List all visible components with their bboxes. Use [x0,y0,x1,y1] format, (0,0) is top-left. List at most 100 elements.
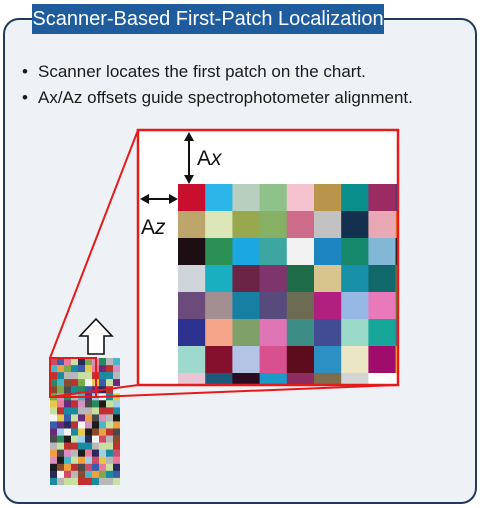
color-patch [205,346,233,374]
thumbnail-patch [99,372,107,380]
thumbnail-patch [99,414,107,422]
color-patch [205,373,233,385]
thumbnail-patch [92,463,100,472]
thumbnail-patch [85,386,93,394]
color-patch [205,238,233,266]
thumbnail-patch [50,456,58,464]
thumbnail-highlight-box [49,357,97,398]
thumbnail-patch [85,414,93,422]
thumbnail-patch [99,449,107,457]
thumbnail-patch [85,463,93,472]
thumbnail-patch [71,421,79,429]
color-patch [314,265,342,293]
thumbnail-patch [78,456,86,464]
thumbnail-patch [71,456,79,464]
thumbnail-patch [92,442,100,450]
thumbnail-patch [64,477,72,485]
thumbnail-patch [57,386,65,394]
thumbnail-patch [78,477,86,485]
thumbnail-patch [106,358,114,366]
color-patch [314,319,342,347]
color-patch [368,373,396,385]
thumbnail-patch [71,414,79,422]
color-patch [205,319,233,347]
thumbnail-patch [106,421,114,429]
color-patch [232,292,260,320]
first-patch [178,184,206,212]
thumbnail-patch [99,477,107,485]
color-patch [286,346,315,374]
thumbnail-patch [57,421,65,429]
ax-offset-arrow-icon [184,132,194,184]
thumbnail-patch [78,407,86,415]
thumbnail-patch [64,400,72,408]
thumbnail-patch [57,442,65,450]
color-patch [314,346,342,374]
color-patch [259,292,288,320]
thumbnail-patch [78,372,86,380]
color-patch [259,184,288,212]
thumbnail-patch [99,428,107,436]
thumbnail-patch [50,414,58,422]
thumbnail-patch [92,449,100,457]
az-offset-arrow-icon [140,194,178,204]
thumbnail-patch [106,365,114,373]
thumbnail-patch [64,379,72,387]
thumbnail-patch [106,435,114,443]
color-patch [341,319,369,347]
color-patch [232,373,260,385]
color-patch [178,265,206,293]
ax-label: Ax [197,147,223,170]
color-patch [395,319,398,347]
thumbnail-patch [113,435,120,443]
thumbnail-patch [78,365,86,373]
color-patch [286,373,315,385]
thumbnail-patch [57,407,65,415]
thumbnail-patch [64,386,72,394]
color-patch [286,265,315,293]
thumbnail-patch [50,386,58,394]
color-patch [314,238,342,266]
thumbnail-patch [92,414,100,422]
thumbnail-patch [85,400,93,408]
thumbnail-patch [50,477,58,485]
thumbnail-patch [71,379,79,387]
zoomed-patch-grid [178,184,398,385]
thumbnail-patch [106,477,114,485]
thumbnail-patch [64,435,72,443]
color-patch [232,319,260,347]
thumbnail-patch [85,407,93,415]
thumbnail-patch [99,421,107,429]
title-banner: Scanner-Based First-Patch Localization [32,4,384,34]
thumbnail-patch [78,428,86,436]
bullet-list: Scanner locates the first patch on the c… [22,60,472,112]
thumbnail-patch [64,442,72,450]
thumbnail-patch [85,435,93,443]
thumbnail-patch [106,428,114,436]
color-patch [259,373,288,385]
thumbnail-patch [113,407,120,415]
color-patch [259,265,288,293]
thumbnail-patch [113,358,120,366]
thumbnail-patch [113,428,120,436]
thumbnail-patch [71,470,79,479]
thumbnail-patch [85,477,93,485]
color-patch [314,184,342,212]
color-patch [205,265,233,293]
color-patch [368,265,396,293]
thumbnail-patch [113,449,120,457]
zoom-connector-line-bottom [49,384,139,398]
thumbnail-patch [99,407,107,415]
thumbnail-patch [85,470,93,479]
color-patch [286,184,315,212]
thumbnail-patch [92,407,100,415]
thumbnail-patch [92,400,100,408]
thumbnail-patch [85,358,93,366]
thumbnail-patch [113,463,120,472]
thumbnail-patch [92,428,100,436]
thumbnail-patch [50,400,58,408]
thumbnail-patch [78,358,86,366]
thumbnail-patch [92,477,100,485]
thumbnail-patch [71,477,79,485]
